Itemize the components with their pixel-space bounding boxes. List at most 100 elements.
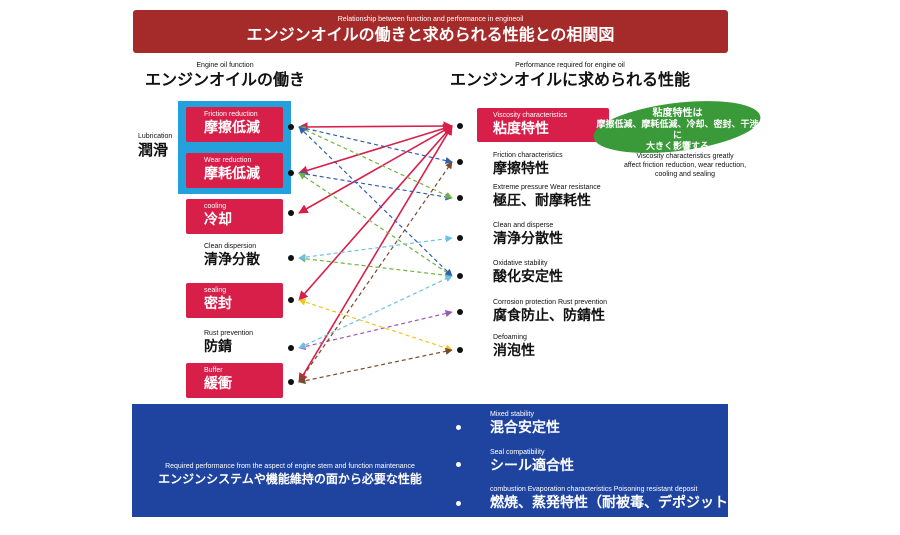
bottom-panel (132, 404, 728, 517)
left-header: Engine oil function エンジンオイルの働き (140, 61, 310, 90)
left-header-en: Engine oil function (196, 62, 254, 69)
performance-node-dot (457, 309, 463, 315)
performance-corrosion-protection: Corrosion protection Rust prevention 腐食防… (485, 298, 635, 325)
relationship-arrow (298, 126, 453, 199)
bullet-dot (456, 501, 461, 506)
right-header-jp: エンジンオイルに求められる性能 (449, 70, 690, 89)
performance-en: Corrosion protection Rust prevention (493, 299, 608, 306)
bottom-item-jp: 燃焼、蒸発特性（耐被毒、デポジット） (490, 495, 742, 511)
performance-jp: 極圧、耐摩耗性 (493, 193, 591, 209)
function-box-buffer: Buffer 緩衝 (186, 363, 283, 398)
relationship-arrow (298, 275, 453, 349)
bottom-item-jp: 混合安定性 (490, 420, 560, 436)
function-jp: 冷却 (204, 212, 232, 228)
performance-box-viscosity: Viscosity characteristics 粘度特性 (477, 108, 609, 142)
bullet-dot (456, 462, 461, 467)
function-jp: 緩衝 (204, 376, 232, 392)
bottom-item-jp: シール適合性 (490, 458, 574, 474)
function-en: Wear reduction (204, 157, 252, 164)
bottom-panel-caption: Required performance from the aspect of … (150, 462, 430, 487)
performance-en: Viscosity characteristics (493, 112, 568, 119)
callout-line2: 摩擦低減、摩耗低減、冷却、密封、干渉に (596, 120, 759, 141)
title-banner: Relationship between function and perfor… (133, 10, 728, 53)
callout-line1: 粘度特性は (652, 108, 703, 119)
function-jp: 密封 (204, 296, 232, 312)
relationship-arrow (298, 125, 453, 214)
function-en: Friction reduction (204, 111, 258, 118)
bottom-item-combustion: combustion Evaporation characteristics P… (490, 485, 742, 512)
function-jp: 摩耗低減 (204, 166, 260, 182)
function-node-dot (288, 345, 294, 351)
function-node-dot (288, 255, 294, 261)
performance-extreme-pressure: Extreme pressure Wear resistance 極圧、耐摩耗性 (485, 183, 635, 210)
function-en: Buffer (204, 367, 223, 374)
bullet-dot (456, 425, 461, 430)
lubrication-jp: 潤滑 (138, 141, 169, 159)
bottom-item-en: combustion Evaporation characteristics P… (490, 486, 698, 493)
function-node-dot (288, 210, 294, 216)
function-node-dot (288, 124, 294, 130)
performance-node-dot (457, 195, 463, 201)
relationship-arrow (298, 347, 453, 385)
function-en: cooling (204, 203, 227, 210)
title-en: Relationship between function and perfor… (337, 16, 524, 23)
bottom-caption-en: Required performance from the aspect of … (165, 463, 415, 470)
performance-node-dot (457, 347, 463, 353)
title-jp: エンジンオイルの働きと求められる性能との相関図 (246, 25, 615, 44)
callout-text: 粘度特性は 摩擦低減、摩耗低減、冷却、密封、干渉に 大きく影響する (595, 108, 760, 153)
right-header-en: Performance required for engine oil (515, 62, 625, 69)
performance-oxidative-stability: Oxidative stability 酸化安定性 (485, 259, 635, 286)
function-jp: 防錆 (204, 339, 232, 355)
callout-english: Viscosity characteristics greatly affect… (615, 152, 755, 179)
bottom-caption-jp: エンジンシステムや機能維持の面から必要な性能 (158, 472, 422, 486)
performance-jp: 清浄分散性 (493, 231, 563, 247)
function-jp: 清浄分散 (204, 252, 260, 268)
function-jp: 摩擦低減 (204, 120, 260, 136)
lubrication-label: Lubrication 潤滑 (138, 133, 172, 160)
relationship-arrow (298, 125, 453, 301)
right-header: Performance required for engine oil エンジン… (445, 61, 695, 90)
performance-en: Oxidative stability (493, 260, 548, 267)
performance-jp: 摩擦特性 (493, 161, 549, 177)
performance-jp: 粘度特性 (493, 121, 549, 137)
left-header-jp: エンジンオイルの働き (144, 70, 305, 89)
performance-defoaming: Defoaming 消泡性 (485, 333, 635, 360)
function-clean-dispersion: Clean dispersion 清浄分散 (186, 239, 283, 274)
lubrication-en: Lubrication (138, 133, 173, 140)
function-en: Clean dispersion (204, 243, 257, 250)
performance-node-dot (457, 235, 463, 241)
function-box-sealing: sealing 密封 (186, 283, 283, 318)
relationship-arrow (298, 125, 453, 383)
bottom-item-seal-compatibility: Seal compatibility シール適合性 (490, 448, 574, 475)
performance-jp: 酸化安定性 (493, 269, 563, 285)
callout-en3: cooling and sealing (655, 171, 715, 178)
performance-en: Clean and disperse (493, 222, 554, 229)
function-en: sealing (204, 287, 227, 294)
performance-clean-disperse: Clean and disperse 清浄分散性 (485, 221, 635, 248)
relationship-arrow (298, 170, 453, 201)
function-box-wear-reduction: Wear reduction 摩耗低減 (186, 153, 283, 188)
performance-node-dot (457, 159, 463, 165)
function-box-cooling: cooling 冷却 (186, 199, 283, 234)
performance-node-dot (457, 273, 463, 279)
performance-friction-characteristics: Friction characteristics 摩擦特性 (485, 151, 635, 178)
performance-en: Extreme pressure Wear resistance (493, 184, 601, 191)
callout-line3: 大きく影響する (645, 142, 709, 152)
relationship-arrow (298, 121, 453, 132)
function-node-dot (288, 379, 294, 385)
callout-en2: affect friction reduction, wear reductio… (623, 162, 747, 169)
performance-en: Friction characteristics (493, 152, 563, 159)
performance-jp: 腐食防止、防錆性 (493, 308, 605, 324)
bottom-item-en: Mixed stability (490, 411, 534, 418)
function-node-dot (288, 297, 294, 303)
performance-jp: 消泡性 (493, 343, 535, 359)
function-en: Rust prevention (204, 330, 254, 337)
relationship-arrow (298, 161, 453, 383)
callout-en1: Viscosity characteristics greatly (636, 153, 734, 160)
performance-en: Defoaming (493, 334, 527, 341)
callout-bubble (593, 101, 761, 153)
function-rust-prevention: Rust prevention 防錆 (186, 326, 283, 361)
function-node-dot (288, 170, 294, 176)
bottom-item-mixed-stability: Mixed stability 混合安定性 (490, 410, 560, 437)
